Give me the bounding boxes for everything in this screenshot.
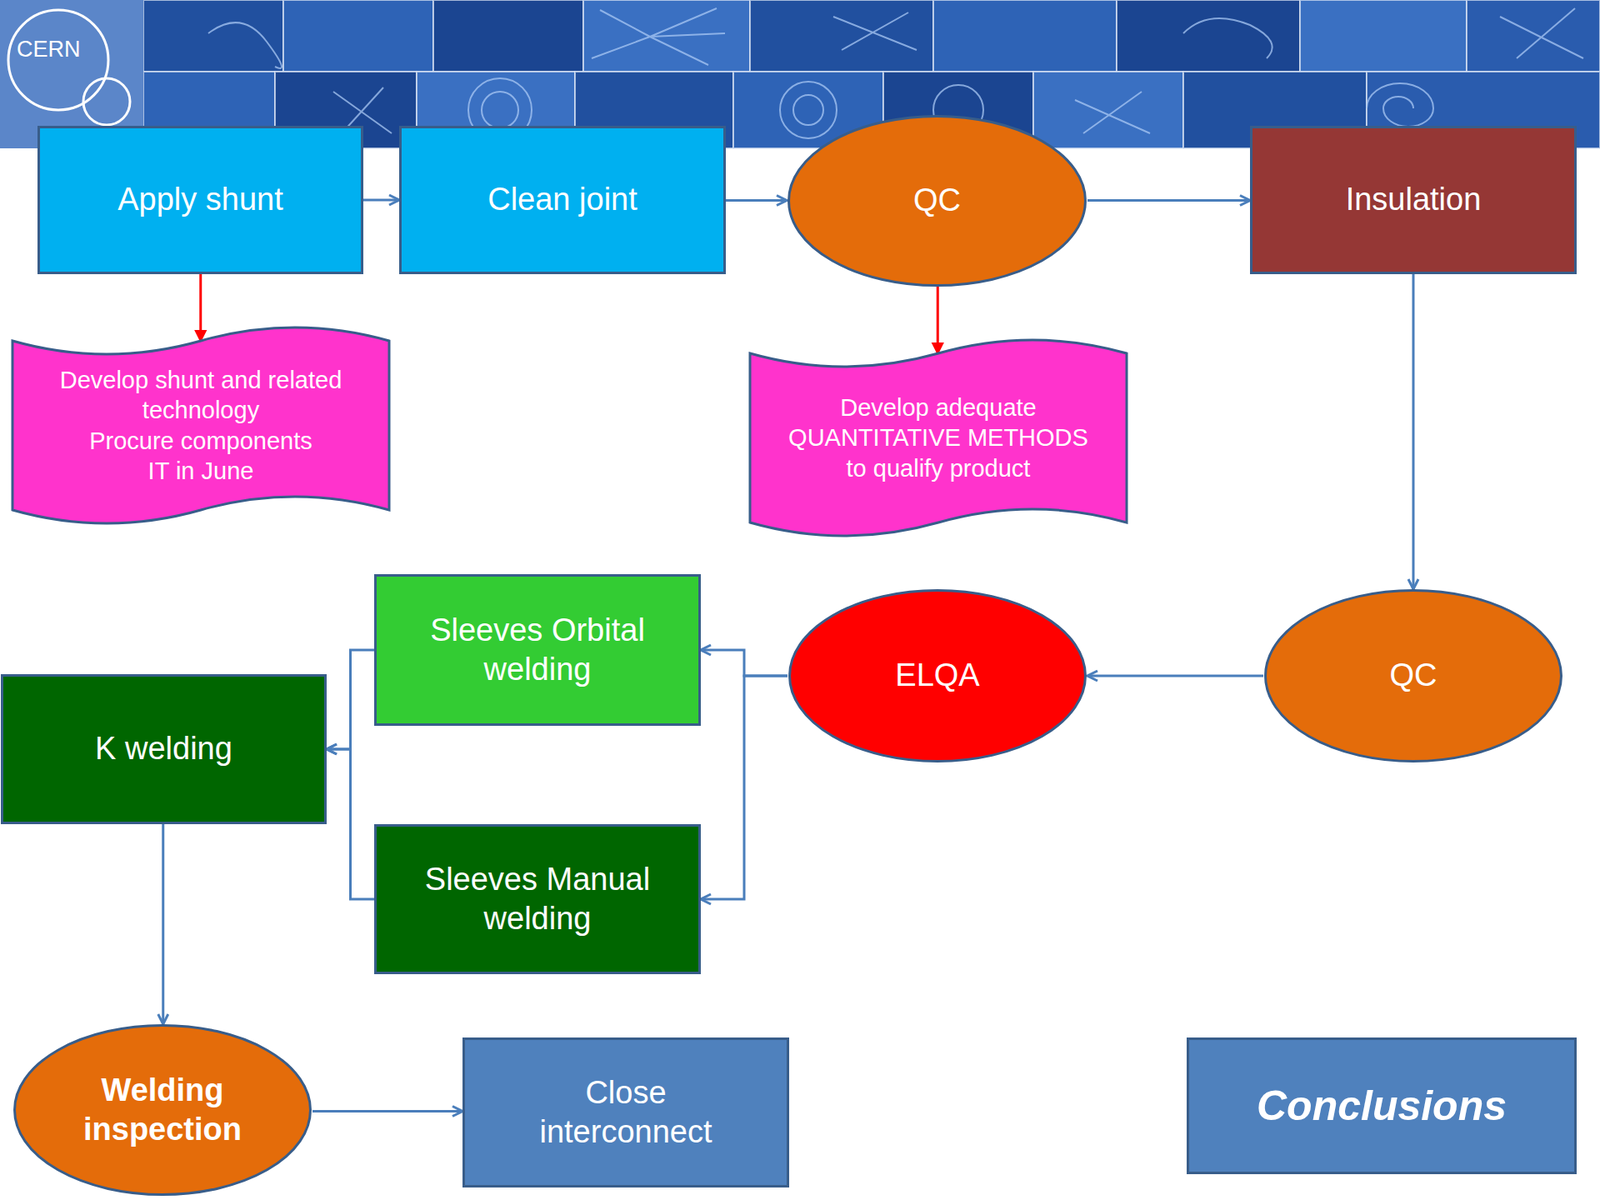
connector bbox=[1412, 274, 1415, 590]
node-content: Conclusions bbox=[1207, 1080, 1556, 1133]
process-box: Clean joint bbox=[399, 125, 726, 275]
node-text: K welding bbox=[21, 729, 306, 770]
check-ellipse: QC bbox=[1263, 589, 1564, 763]
ellipse-shape bbox=[1265, 590, 1562, 761]
note-banner: Develop adequate QUANTITATIVE METHODS to… bbox=[750, 326, 1127, 550]
node-content: QC bbox=[825, 180, 1049, 221]
link-box: Conclusions bbox=[1186, 1037, 1577, 1175]
check-ellipse: Welding inspection bbox=[12, 1024, 313, 1196]
node-text: Insulation bbox=[1270, 180, 1556, 220]
node-content: Develop shunt and related technologyProc… bbox=[37, 365, 365, 486]
ellipse-outline bbox=[12, 1024, 313, 1196]
banner-shape bbox=[12, 327, 390, 524]
node-text: Develop shunt and related technology bbox=[37, 365, 365, 426]
node-content: K welding bbox=[21, 729, 306, 770]
node-text: Conclusions bbox=[1207, 1080, 1556, 1133]
banner-shape bbox=[750, 340, 1127, 536]
ellipse-shape bbox=[790, 590, 1086, 761]
node-text: IT in June bbox=[37, 455, 365, 486]
connector bbox=[700, 650, 788, 676]
process-box: Insulation bbox=[1250, 125, 1577, 275]
connector bbox=[326, 749, 375, 900]
node-text: Welding inspection bbox=[51, 1070, 274, 1150]
connector bbox=[363, 199, 400, 202]
process-box: Close interconnect bbox=[462, 1037, 790, 1188]
connector bbox=[1087, 199, 1250, 202]
node-text: Procure components bbox=[37, 425, 365, 456]
connector bbox=[199, 274, 202, 341]
ellipse-shape bbox=[789, 115, 1086, 285]
node-text: Sleeves Orbital welding bbox=[395, 610, 680, 690]
node-content: ELQA bbox=[826, 655, 1049, 696]
connector bbox=[936, 286, 940, 354]
node-text: Clean joint bbox=[420, 180, 705, 220]
node-content: Develop adequate QUANTITATIVE METHODS to… bbox=[775, 392, 1102, 484]
ellipse-shape bbox=[15, 1025, 311, 1195]
connector bbox=[725, 199, 787, 202]
connector bbox=[700, 675, 788, 900]
node-text: QC bbox=[1302, 655, 1525, 696]
node-content: Insulation bbox=[1270, 180, 1556, 220]
node-text: Close interconnect bbox=[505, 1073, 747, 1153]
node-text: Develop adequate QUANTITATIVE METHODS to… bbox=[775, 392, 1102, 484]
note-banner: Develop shunt and related technologyProc… bbox=[12, 314, 390, 537]
node-content: Sleeves Orbital welding bbox=[395, 610, 680, 690]
node-content: QC bbox=[1302, 655, 1525, 696]
test-ellipse: ELQA bbox=[787, 589, 1088, 763]
connector bbox=[326, 650, 375, 750]
connector bbox=[161, 824, 165, 1025]
connector bbox=[1087, 675, 1264, 678]
node-content: Close interconnect bbox=[505, 1073, 747, 1153]
node-text: Apply shunt bbox=[58, 180, 343, 220]
node-text: Sleeves Manual welding bbox=[395, 860, 680, 940]
process-box: Apply shunt bbox=[37, 125, 364, 275]
connector bbox=[312, 1110, 463, 1113]
node-text: QC bbox=[825, 180, 1049, 221]
process-box: Sleeves Manual welding bbox=[374, 824, 701, 975]
process-box: K welding bbox=[0, 674, 327, 825]
banner-outline bbox=[12, 314, 390, 537]
check-ellipse: QC bbox=[786, 115, 1088, 287]
logo-text: CERN bbox=[16, 36, 81, 63]
node-content: Apply shunt bbox=[58, 180, 343, 220]
node-content: Clean joint bbox=[420, 180, 705, 220]
node-content: Welding inspection bbox=[51, 1070, 274, 1150]
node-text: ELQA bbox=[826, 655, 1049, 696]
process-box: Sleeves Orbital welding bbox=[374, 574, 701, 726]
node-content: Sleeves Manual welding bbox=[395, 860, 680, 940]
